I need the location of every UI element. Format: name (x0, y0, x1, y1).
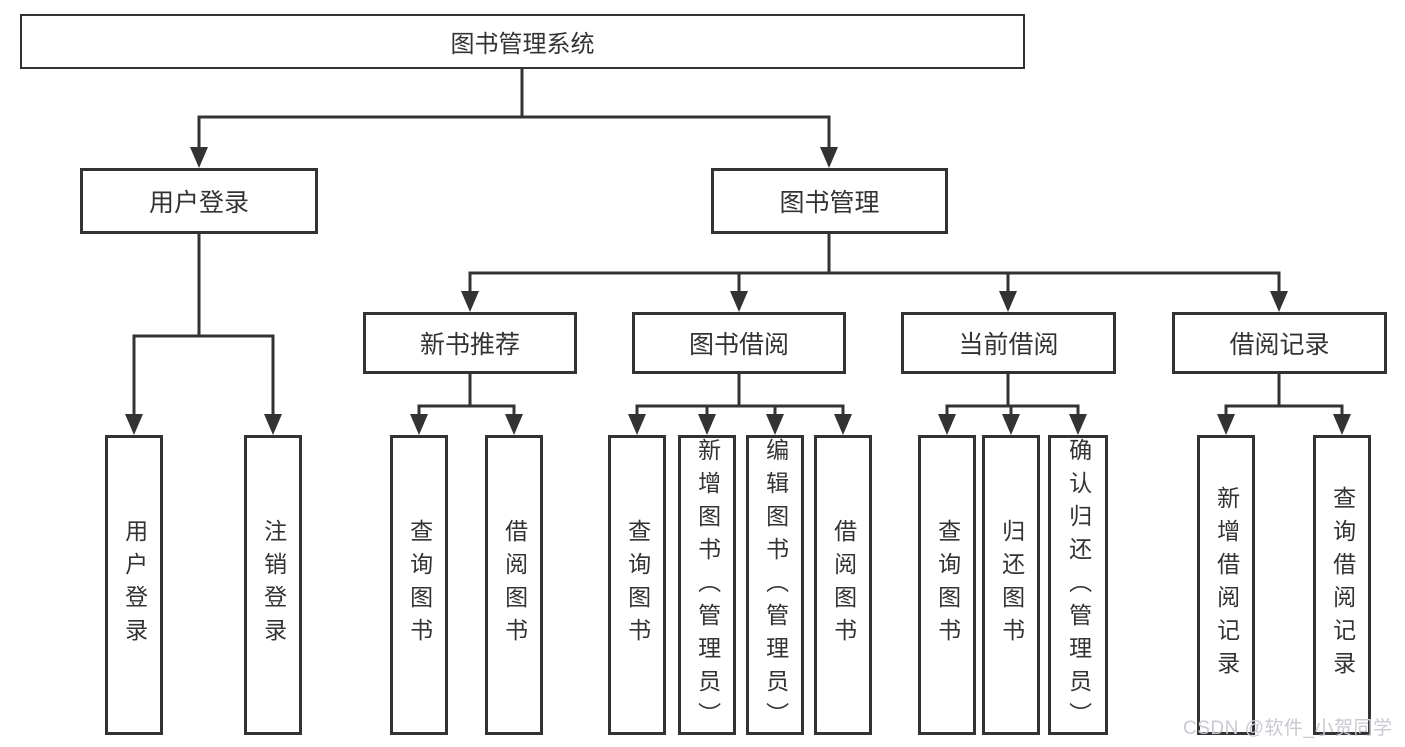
node-label: 当前借阅 (958, 331, 1059, 359)
node-user-login: 用户登录 (80, 168, 318, 234)
node-library-management-system: 图书管理系统 (20, 14, 1025, 69)
leaf-query-books-current: 查询图书 (918, 435, 976, 735)
leaf-label: 新增图书（管理员） (694, 438, 721, 735)
leaf-query-borrow-record: 查询借阅记录 (1313, 435, 1371, 735)
leaf-borrow-books: 借阅图书 (814, 435, 872, 735)
leaf-label: 借阅图书 (501, 519, 528, 651)
node-label: 图书借阅 (688, 331, 789, 359)
node-label: 用户登录 (148, 189, 249, 217)
leaf-label: 借阅图书 (830, 519, 857, 651)
node-current-borrowing: 当前借阅 (901, 312, 1116, 374)
leaf-add-borrow-record: 新增借阅记录 (1197, 435, 1255, 735)
leaf-edit-books-admin: 编辑图书（管理员） (746, 435, 804, 735)
leaf-label: 查询图书 (934, 519, 961, 651)
leaf-label: 编辑图书（管理员） (762, 438, 789, 735)
node-new-book-recommendation: 新书推荐 (363, 312, 577, 374)
node-borrowing-records: 借阅记录 (1172, 312, 1387, 374)
leaf-label: 查询图书 (406, 519, 433, 651)
leaf-borrow-books-recommend: 借阅图书 (485, 435, 543, 735)
node-label: 借阅记录 (1229, 331, 1330, 359)
arrowhead-icons (125, 147, 1351, 435)
node-label: 新书推荐 (419, 331, 520, 359)
node-book-borrowing: 图书借阅 (632, 312, 846, 374)
leaf-query-books-recommend: 查询图书 (390, 435, 448, 735)
leaf-label: 注销登录 (260, 519, 287, 651)
leaf-logout: 注销登录 (244, 435, 302, 735)
leaf-label: 查询图书 (624, 519, 651, 651)
leaf-user-login: 用户登录 (105, 435, 163, 735)
leaf-label: 新增借阅记录 (1213, 486, 1240, 684)
leaf-confirm-return-admin: 确认归还（管理员） (1048, 435, 1108, 735)
leaf-label: 确认归还（管理员） (1065, 438, 1092, 735)
watermark: CSDN @软件_小贺同学 (1183, 718, 1393, 739)
node-label: 图书管理系统 (450, 31, 595, 58)
node-book-management: 图书管理 (711, 168, 948, 234)
node-label: 图书管理 (779, 189, 880, 217)
leaf-query-books-borrow: 查询图书 (608, 435, 666, 735)
leaf-label: 归还图书 (998, 519, 1025, 651)
leaf-add-books-admin: 新增图书（管理员） (678, 435, 736, 735)
leaf-label: 查询借阅记录 (1329, 486, 1356, 684)
leaf-label: 用户登录 (121, 519, 148, 651)
leaf-return-books: 归还图书 (982, 435, 1040, 735)
